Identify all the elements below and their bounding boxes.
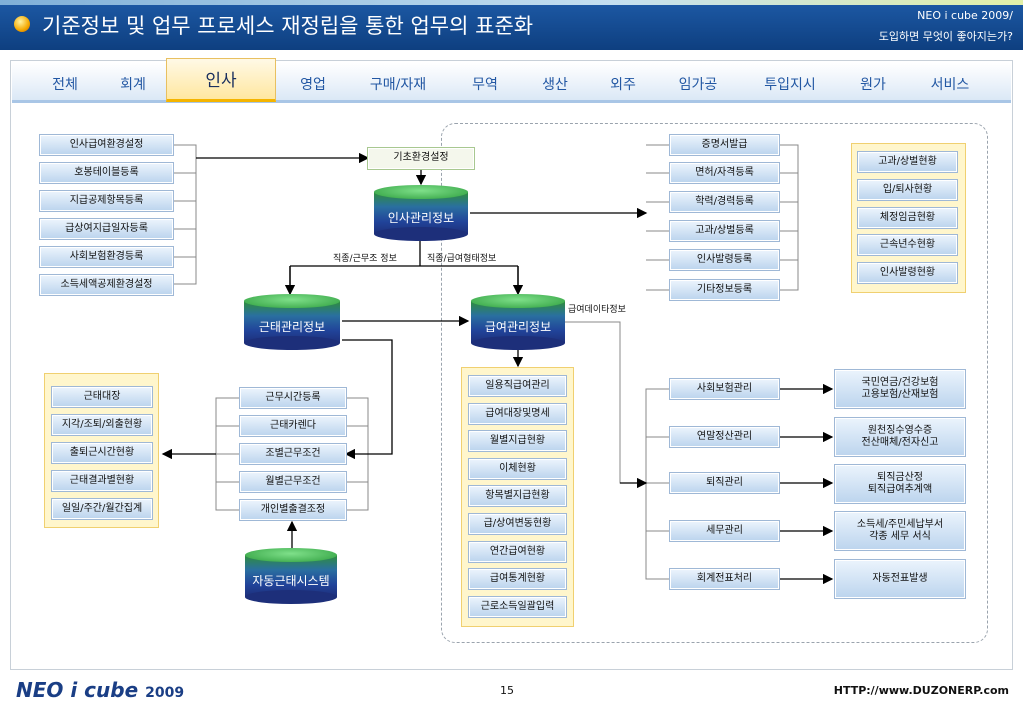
hr-output-item[interactable]: 인사발령등록	[670, 250, 779, 270]
setup-item[interactable]: 사회보험환경등록	[40, 247, 173, 267]
payroll-process-item[interactable]: 사회보험관리	[670, 379, 779, 399]
payroll-result-line: 퇴직금산정	[877, 471, 923, 483]
payroll-data-label: 급여데이타정보	[568, 305, 626, 315]
attendance-report-item[interactable]: 출퇴근시간현황	[52, 443, 152, 463]
tab-outsourcing[interactable]: 외주	[610, 77, 636, 93]
payroll-link-label: 직종/급여형태정보	[427, 254, 497, 264]
neo-icube-logo: NEO i cube 2009	[16, 678, 184, 702]
title-bullet-icon	[14, 16, 30, 32]
auto-attendance-database[interactable]: 자동근태시스템	[245, 548, 337, 604]
payroll-result-line: 원천징수영수증	[867, 424, 933, 436]
payroll-database-label: 급여관리정보	[484, 320, 552, 334]
tab-service[interactable]: 서비스	[930, 77, 970, 93]
payroll-result-line: 자동전표발생	[872, 572, 928, 584]
setup-item[interactable]: 호봉테이블등록	[40, 163, 173, 183]
payroll-result-line: 각종 세무 서식	[869, 531, 931, 542]
payroll-report-item[interactable]: 항목별지급현황	[469, 486, 566, 506]
tab-sales[interactable]: 영업	[300, 77, 326, 93]
attendance-report-item[interactable]: 근태대장	[52, 387, 152, 407]
hr-output-item[interactable]: 증명서발급	[670, 135, 779, 155]
payroll-report-item[interactable]: 급여대장및명세	[469, 404, 566, 424]
attendance-report-item[interactable]: 근태결과별현황	[52, 471, 152, 491]
tab-hr-label: 인사	[205, 71, 237, 91]
tab-all[interactable]: 전체	[52, 77, 78, 93]
hr-output-item[interactable]: 면허/자격등록	[670, 163, 779, 183]
payroll-result-line: 퇴직급여추계액	[867, 484, 933, 495]
payroll-result-line: 소득세/주민세납부서	[856, 518, 944, 530]
payroll-database[interactable]: 급여관리정보	[471, 294, 565, 350]
hr-report-item[interactable]: 인사발령현황	[858, 263, 957, 283]
base-setup-box[interactable]: 기초환경설정	[368, 148, 474, 169]
tab-purchase[interactable]: 구매/자재	[369, 77, 427, 93]
attendance-input-item[interactable]: 월별근무조건	[240, 472, 346, 492]
tab-input-order[interactable]: 투입지시	[764, 77, 816, 93]
setup-item[interactable]: 지급공제항목등록	[40, 191, 173, 211]
tab-cost[interactable]: 원가	[860, 77, 886, 93]
setup-item[interactable]: 소득세액공제환경설정	[40, 275, 173, 295]
tab-accounting[interactable]: 회계	[120, 77, 146, 93]
attendance-input-item[interactable]: 근태카렌다	[240, 416, 346, 436]
attendance-input-item[interactable]: 개인별출결조정	[240, 500, 346, 520]
header-highlight	[0, 0, 1023, 5]
payroll-area-panel	[441, 123, 988, 643]
payroll-report-item[interactable]: 월별지급현황	[469, 431, 566, 451]
payroll-process-item[interactable]: 연말정산관리	[670, 427, 779, 447]
tab-processing[interactable]: 임가공	[678, 77, 718, 93]
payroll-report-item[interactable]: 이체현황	[469, 459, 566, 479]
hr-report-item[interactable]: 근속년수현황	[858, 235, 957, 255]
attendance-database[interactable]: 근태관리정보	[244, 294, 340, 350]
hr-output-item[interactable]: 학력/경력등록	[670, 192, 779, 212]
hr-database-label: 인사관리정보	[387, 211, 455, 225]
product-subtitle: NEO i cube 2009/	[917, 9, 1013, 22]
content-frame	[10, 60, 1013, 670]
logo-text: NEO i cube	[16, 678, 139, 702]
hr-output-item[interactable]: 고과/상벌등록	[670, 221, 779, 241]
payroll-result-item[interactable]: 국민연금/건강보험 고용보험/산재보험	[835, 370, 965, 408]
payroll-result-item[interactable]: 소득세/주민세납부서 각종 세무 서식	[835, 512, 965, 550]
setup-item[interactable]: 인사급여환경설정	[40, 135, 173, 155]
payroll-report-item[interactable]: 급/상여변동현황	[469, 514, 566, 534]
tab-production[interactable]: 생산	[542, 77, 568, 93]
attendance-database-label: 근태관리정보	[258, 320, 326, 334]
logo-year: 2009	[145, 685, 185, 701]
attendance-input-item[interactable]: 근무시간등록	[240, 388, 346, 408]
payroll-result-line: 고용보험/산재보험	[861, 389, 939, 400]
hr-report-item[interactable]: 체정임금현황	[858, 208, 957, 228]
company-url[interactable]: HTTP://www.DUZONERP.com	[833, 684, 1009, 697]
payroll-process-item[interactable]: 세무관리	[670, 521, 779, 541]
payroll-process-item[interactable]: 퇴직관리	[670, 473, 779, 493]
hr-output-item[interactable]: 기타정보등록	[670, 280, 779, 300]
page-number: 15	[500, 684, 514, 697]
payroll-result-item[interactable]: 퇴직금산정 퇴직급여추계액	[835, 465, 965, 503]
product-tagline: 도입하면 무엇이 좋아지는가?	[878, 30, 1013, 43]
attendance-input-item[interactable]: 조별근무조건	[240, 444, 346, 464]
payroll-report-item[interactable]: 연간급여현황	[469, 542, 566, 562]
attendance-link-label: 직종/근무조 정보	[333, 254, 397, 264]
setup-item[interactable]: 급상여지급일자등록	[40, 219, 173, 239]
page-title: 기준정보 및 업무 프로세스 재정립을 통한 업무의 표준화	[42, 14, 534, 38]
payroll-process-item[interactable]: 회계전표처리	[670, 569, 779, 589]
payroll-report-item[interactable]: 근로소득일괄입력	[469, 597, 566, 617]
payroll-result-line: 국민연금/건강보험	[861, 376, 939, 388]
tab-hr[interactable]: 인사	[166, 58, 276, 102]
hr-database[interactable]: 인사관리정보	[374, 185, 468, 241]
attendance-report-item[interactable]: 지각/조퇴/외출현황	[52, 415, 152, 435]
payroll-report-item[interactable]: 일용직급여관리	[469, 376, 566, 396]
header-bar	[0, 0, 1023, 50]
payroll-result-item[interactable]: 원천징수영수증 전산매체/전자신고	[835, 418, 965, 456]
attendance-report-item[interactable]: 일일/주간/월간집계	[52, 499, 152, 519]
payroll-result-item[interactable]: 자동전표발생	[835, 560, 965, 598]
tab-trade[interactable]: 무역	[472, 77, 498, 93]
hr-report-item[interactable]: 고과/상벌현황	[858, 152, 957, 172]
auto-attendance-database-label: 자동근태시스템	[252, 574, 330, 588]
payroll-report-item[interactable]: 급여통계현황	[469, 569, 566, 589]
payroll-result-line: 전산매체/전자신고	[861, 437, 939, 448]
hr-report-item[interactable]: 입/퇴사현황	[858, 180, 957, 200]
